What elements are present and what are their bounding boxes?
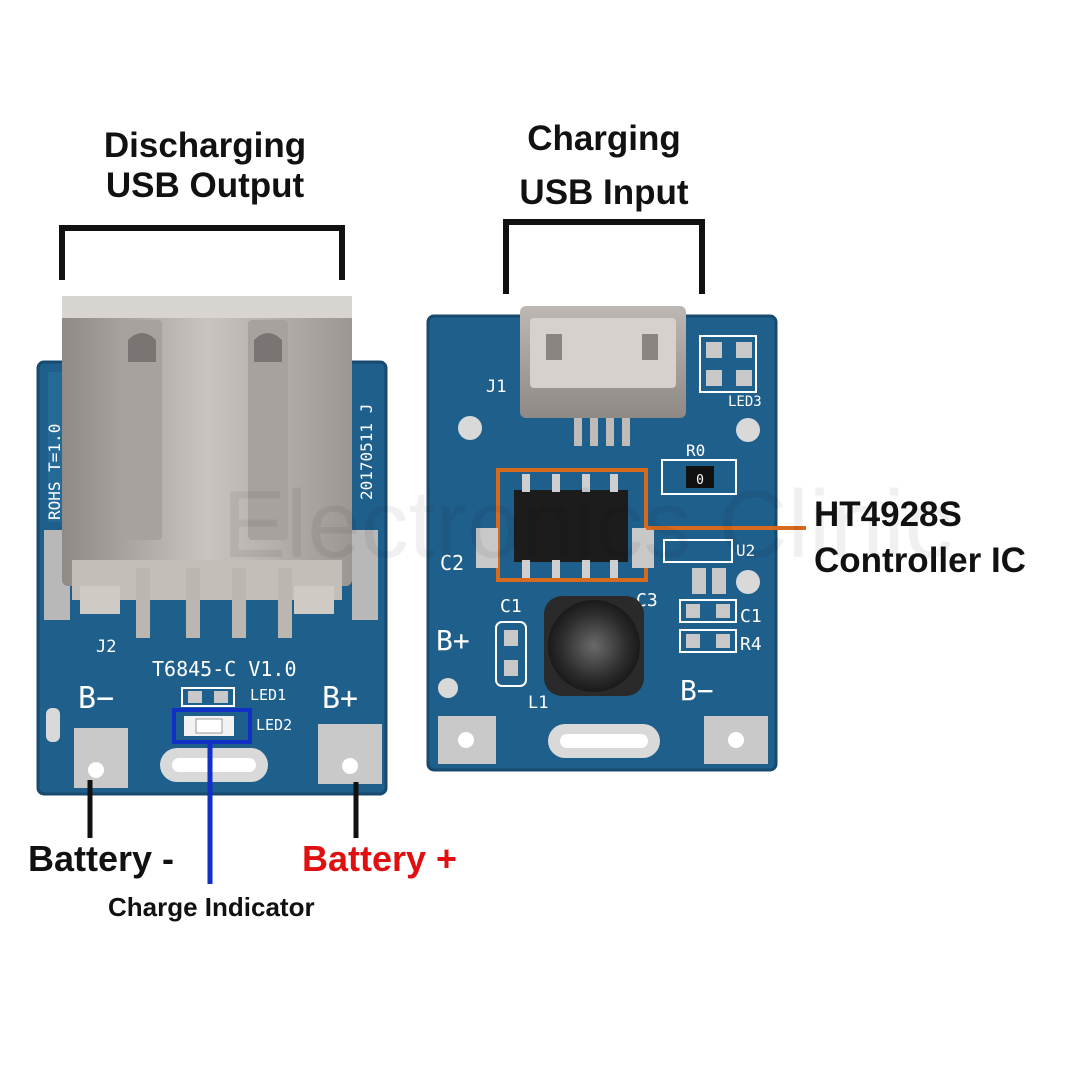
j2-silkscreen: J2 [96,637,116,657]
side-pad-right [352,530,378,620]
battery-minus-label: Battery - [28,838,175,879]
battery-plus-pad [318,724,382,784]
ic-highlight-box [496,468,648,582]
b-plus-silkscreen-left: B+ [322,681,358,716]
charge-indicator-label: Charge Indicator [108,892,315,922]
watermark: Electronics Clinic [222,471,953,578]
charging-label: Charging USB Input [496,112,712,220]
discharging-label: Discharging USB Output [60,126,350,206]
discharging-label-line2: USB Output [105,166,305,205]
right-pcb-board: J1 LED3 R0 0 C2 U2 [426,306,778,772]
r4-silkscreen: R4 [740,634,762,655]
c1-left-silkscreen: C1 [500,596,522,617]
ht4928s-ic-chip [514,474,628,578]
date-silkscreen: 20170511 J [357,404,376,500]
b-minus-silkscreen-right: B− [680,674,714,707]
j1-silkscreen: J1 [486,377,506,397]
led2-silkscreen: LED2 [256,716,292,734]
callout-lines [59,219,806,884]
led1-silkscreen: LED1 [250,686,286,704]
charging-bracket [503,219,705,294]
usb-a-connector [62,296,352,638]
c2-silkscreen: C2 [440,551,464,575]
battery-minus-pad [74,728,128,788]
inductor-l1 [544,596,644,696]
discharging-label-line1: Discharging [103,126,307,165]
model-silkscreen: T6845-C V1.0 [152,657,297,681]
led3-silkscreen: LED3 [728,394,762,410]
charging-label-line1: Charging [527,119,681,158]
r0-silkscreen: R0 [686,441,705,460]
c1-right-silkscreen: C1 [740,606,762,627]
b-minus-silkscreen-left: B− [78,681,114,716]
ic-label: HT4928S Controller IC [814,492,1026,584]
charging-label-line2: USB Input [519,173,689,212]
u2-silkscreen: U2 [736,541,755,560]
l1-silkscreen: L1 [528,693,548,713]
battery-plus-label: Battery + [302,838,458,879]
ic-label-line2: Controller IC [814,541,1026,580]
ic-label-line1: HT4928S [814,495,962,534]
b-plus-silkscreen-right: B+ [436,624,470,657]
micro-usb-connector [520,306,686,446]
r0-value: 0 [696,473,704,488]
rohs-silkscreen: ROHS T=1.0 [45,424,64,520]
left-pcb-board: ROHS T=1.0 20170511 J J2 T6845-C V1.0 B−… [36,296,388,796]
discharging-bracket [59,225,345,280]
